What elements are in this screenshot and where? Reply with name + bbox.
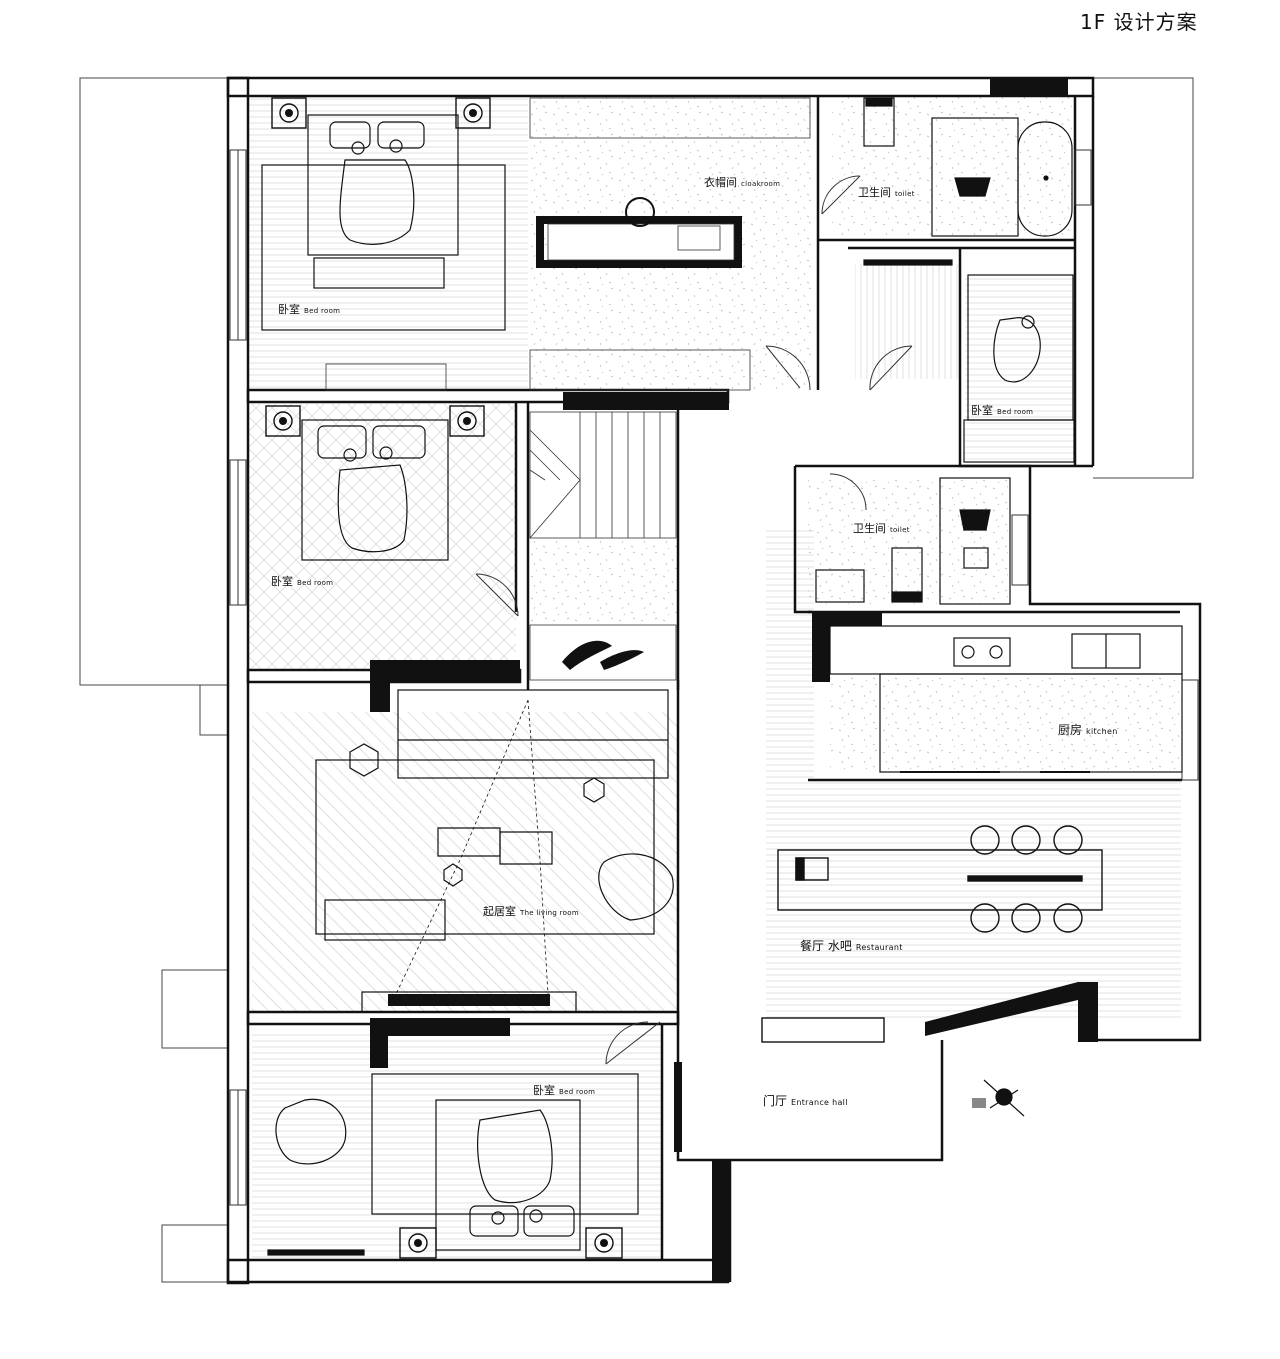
room-name-en: kitchen bbox=[1086, 727, 1118, 736]
room-name-en: Entrance hall bbox=[791, 1098, 848, 1107]
toilet-icon bbox=[815, 477, 1011, 605]
bed-icon bbox=[863, 259, 1075, 463]
room-name-en: toilet bbox=[895, 190, 915, 198]
room-label-toilet-ne: 卫生间 toilet bbox=[858, 184, 915, 200]
structural-columns bbox=[370, 78, 1098, 1282]
room-name-en: Restaurant bbox=[855, 943, 903, 952]
room-name-en: Bed room bbox=[559, 1088, 596, 1096]
dining-chair-icon bbox=[761, 825, 1103, 1043]
site-outline bbox=[79, 77, 1194, 1283]
room-name-en: cloakroom bbox=[741, 180, 781, 188]
room-name-zh: 起居室 bbox=[483, 905, 516, 918]
bed-icon bbox=[301, 419, 449, 561]
room-name-zh: 门厅 bbox=[763, 1094, 788, 1108]
room-label-bedroom-ne: 卧室 Bed room bbox=[971, 402, 1033, 418]
room-name-zh: 卧室 bbox=[533, 1084, 555, 1097]
room-label-bedroom-w: 卧室 Bed room bbox=[271, 573, 333, 589]
room-name-en: Bed room bbox=[297, 579, 334, 587]
sofa-icon bbox=[315, 689, 674, 1013]
room-name-en: The living room bbox=[520, 909, 579, 917]
room-name-zh: 卧室 bbox=[278, 303, 300, 316]
artwork-icon bbox=[562, 640, 644, 670]
stove-icon bbox=[829, 625, 1183, 773]
room-label-bedroom-s: 卧室 Bed room bbox=[533, 1082, 595, 1098]
room-name-zh: 厨房 bbox=[1058, 723, 1083, 737]
room-name-en: toilet bbox=[890, 526, 910, 534]
room-label-living: 起居室 The living room bbox=[483, 903, 579, 919]
room-name-zh: 卧室 bbox=[971, 404, 993, 417]
room-name-en: Bed room bbox=[304, 307, 341, 315]
room-name-zh: 衣帽间 bbox=[704, 176, 737, 189]
room-label-bedroom-nw: 卧室 Bed room bbox=[278, 301, 340, 317]
room-name-en: Bed room bbox=[997, 408, 1034, 416]
page-title: 1F 设计方案 bbox=[1080, 10, 1198, 34]
room-name-zh: 卫生间 bbox=[858, 186, 891, 199]
person-icon bbox=[972, 1079, 1025, 1117]
room-name-zh: 餐厅 水吧 bbox=[800, 939, 852, 953]
room-name-zh: 卧室 bbox=[271, 575, 293, 588]
door-swing-icon bbox=[475, 175, 913, 1065]
stair-icon bbox=[529, 411, 677, 681]
bed-icon bbox=[261, 114, 506, 331]
bathtub-icon bbox=[863, 97, 1073, 237]
room-name-zh: 卫生间 bbox=[853, 522, 886, 535]
room-label-toilet-mid: 卫生间 toilet bbox=[853, 520, 910, 536]
downlight-icon bbox=[265, 97, 623, 1259]
bed-icon bbox=[267, 1073, 639, 1256]
cloakroom-fixtures bbox=[325, 97, 811, 391]
room-label-cloakroom: 衣帽间 cloakroom bbox=[704, 174, 780, 190]
